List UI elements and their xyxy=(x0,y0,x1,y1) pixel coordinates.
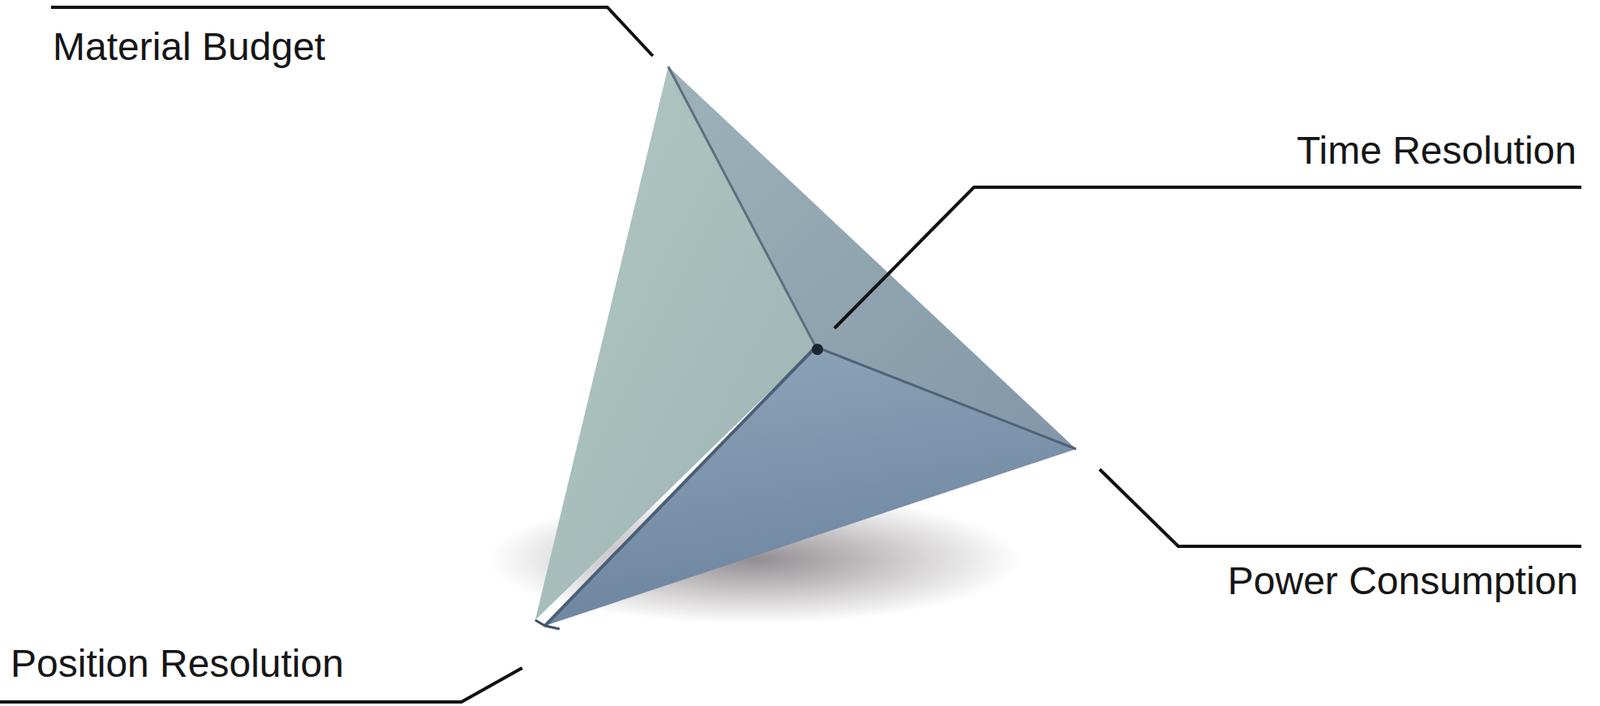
leader-line xyxy=(1099,469,1582,547)
crease xyxy=(668,66,816,348)
apex-hole xyxy=(811,343,824,356)
crease xyxy=(535,620,560,630)
leader-line xyxy=(834,187,1582,329)
crease xyxy=(544,347,816,627)
callout-label: Time Resolution xyxy=(1296,126,1577,176)
callout-label: Material Budget xyxy=(52,22,326,72)
callout-label: Power Consumption xyxy=(1227,557,1579,606)
lower-face xyxy=(544,347,1077,627)
callout-label: Position Resolution xyxy=(10,639,344,689)
crease xyxy=(815,347,1077,450)
